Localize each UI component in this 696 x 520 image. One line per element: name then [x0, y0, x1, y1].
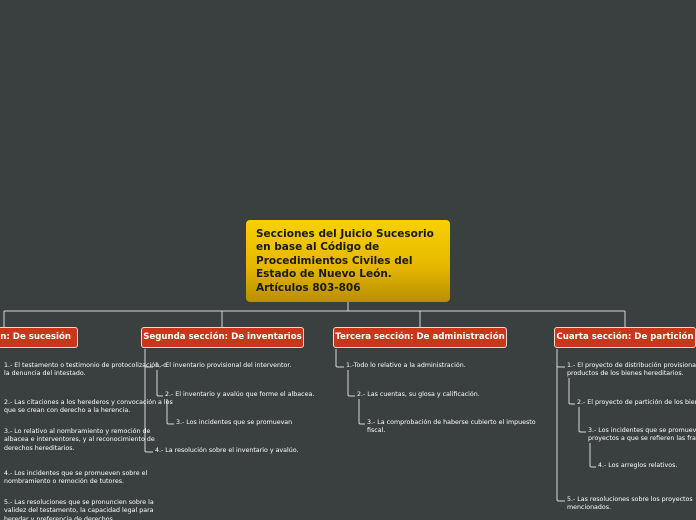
item-text-line: 3.- Los incidentes que se promuevan resp… — [588, 427, 696, 434]
section-topic-4[interactable]: Cuarta sección: De partición — [554, 327, 696, 348]
section-topic-3[interactable]: Tercera sección: De administración — [333, 327, 507, 348]
section-2-item-4[interactable]: 4.- La resolución sobre el inventario y … — [155, 447, 299, 455]
item-text-line: 5.- Las resoluciones sobre los proyectos — [567, 496, 693, 503]
connector-s3-i3 — [358, 399, 365, 425]
connector-s3-i2 — [347, 370, 355, 397]
section-1-item-5[interactable]: 5.- Las resoluciones que se pronuncien s… — [4, 499, 154, 520]
section-2-item-2[interactable]: 2.- El inventario y avalúo que forme el … — [165, 391, 314, 399]
section-3-item-3[interactable]: 3.- La comprobación de haberse cubierto … — [367, 419, 536, 436]
section-4-item-1[interactable]: 1.- El proyecto de distribución provisio… — [567, 362, 696, 379]
item-text-line: 2.- Las citaciones a los herederos y con… — [4, 399, 173, 406]
connector-s4-i2 — [568, 378, 575, 405]
item-text-line: heredar y preferencia de derechos. — [4, 515, 115, 520]
item-text-line: 3.- Lo relativo al nombramiento y remoci… — [4, 428, 151, 435]
item-text-line: 3.- La comprobación de haberse cubierto … — [367, 419, 536, 426]
item-text-line: 2.- El inventario y avalúo que forme el … — [165, 391, 315, 398]
item-text-line: validez del testamento, la capacidad leg… — [4, 507, 154, 515]
item-text-line: 2.- Las cuentas, su glosa y calificación… — [357, 391, 480, 398]
section-4-item-3[interactable]: 3.- Los incidentes que se promuevan resp… — [588, 427, 696, 444]
item-text-line: 4.- Los arreglos relativos. — [598, 462, 678, 469]
item-text-line: 3.- Los incidentes que se promuevan — [176, 419, 293, 426]
item-text-line: nombramiento o remoción de tutores. — [4, 478, 124, 486]
section-2-item-1[interactable]: 1.- El inventario provisional del interv… — [155, 362, 291, 370]
connector-s4-i3 — [578, 407, 586, 433]
item-text-line: albacea e interventores, y al reconocimi… — [4, 436, 155, 444]
section-1-item-2[interactable]: 2.- Las citaciones a los herederos y con… — [4, 399, 173, 416]
section-1-item-4[interactable]: 4.- Los incidentes que se promueven sobr… — [4, 470, 147, 487]
item-text-line: 4.- Los incidentes que se promueven sobr… — [4, 470, 148, 477]
item-text-line: 4.- La resolución sobre el inventario y … — [155, 447, 299, 454]
item-text-line: la denuncia del intestado. — [4, 370, 86, 378]
item-text-line: 1.- El testamento o testimonio de protoc… — [4, 362, 167, 369]
item-text-line: que se crean con derecho a la herencia. — [4, 407, 131, 415]
section-4-item-5[interactable]: 5.- Las resoluciones sobre los proyectos… — [567, 496, 693, 513]
connector-s2-i3 — [166, 399, 174, 425]
item-text-line: mencionados. — [567, 504, 612, 512]
section-topic-2[interactable]: Segunda sección: De inventarios — [141, 327, 304, 348]
connector-s2-i4 — [144, 349, 153, 453]
section-topic-1[interactable]: Primera sección: De sucesión — [0, 327, 78, 348]
item-text-line: 1.-Todo lo relativo a la administración. — [346, 362, 466, 369]
item-text-line: fiscal. — [367, 427, 386, 435]
section-4-item-4[interactable]: 4.- Los arreglos relativos. — [598, 462, 677, 470]
item-text-line: 1.- El proyecto de distribución provisio… — [567, 362, 696, 369]
item-text-line: 1.- El inventario provisional del interv… — [155, 362, 292, 369]
item-text-line: productos de los bienes hereditarios. — [567, 370, 684, 378]
item-text-line: 2.- El proyecto de partición de los bien… — [577, 399, 696, 406]
section-1-item-3[interactable]: 3.- Lo relativo al nombramiento y remoci… — [4, 428, 155, 453]
connector-s4-i4 — [589, 443, 596, 468]
item-text-line: 5.- Las resoluciones que se pronuncien s… — [4, 499, 154, 506]
item-text-line: derechos hereditarios. — [4, 444, 75, 452]
connector-s4-i5 — [556, 349, 565, 502]
section-3-item-2[interactable]: 2.- Las cuentas, su glosa y calificación… — [357, 391, 480, 399]
connector-s3-i1 — [335, 349, 344, 368]
section-3-item-1[interactable]: 1.-Todo lo relativo a la administración. — [346, 362, 466, 370]
section-2-item-3[interactable]: 3.- Los incidentes que se promuevan — [176, 419, 292, 427]
root-topic[interactable]: Secciones del Juicio Sucesorio en base a… — [246, 220, 450, 302]
section-1-item-1[interactable]: 1.- El testamento o testimonio de protoc… — [4, 362, 167, 379]
item-text-line: proyectos a que se refieren las fraccion… — [588, 435, 696, 443]
section-4-item-2[interactable]: 2.- El proyecto de partición de los bien… — [577, 399, 696, 407]
connector-s4-i1 — [556, 349, 565, 368]
connector-s2-i2 — [156, 370, 163, 397]
